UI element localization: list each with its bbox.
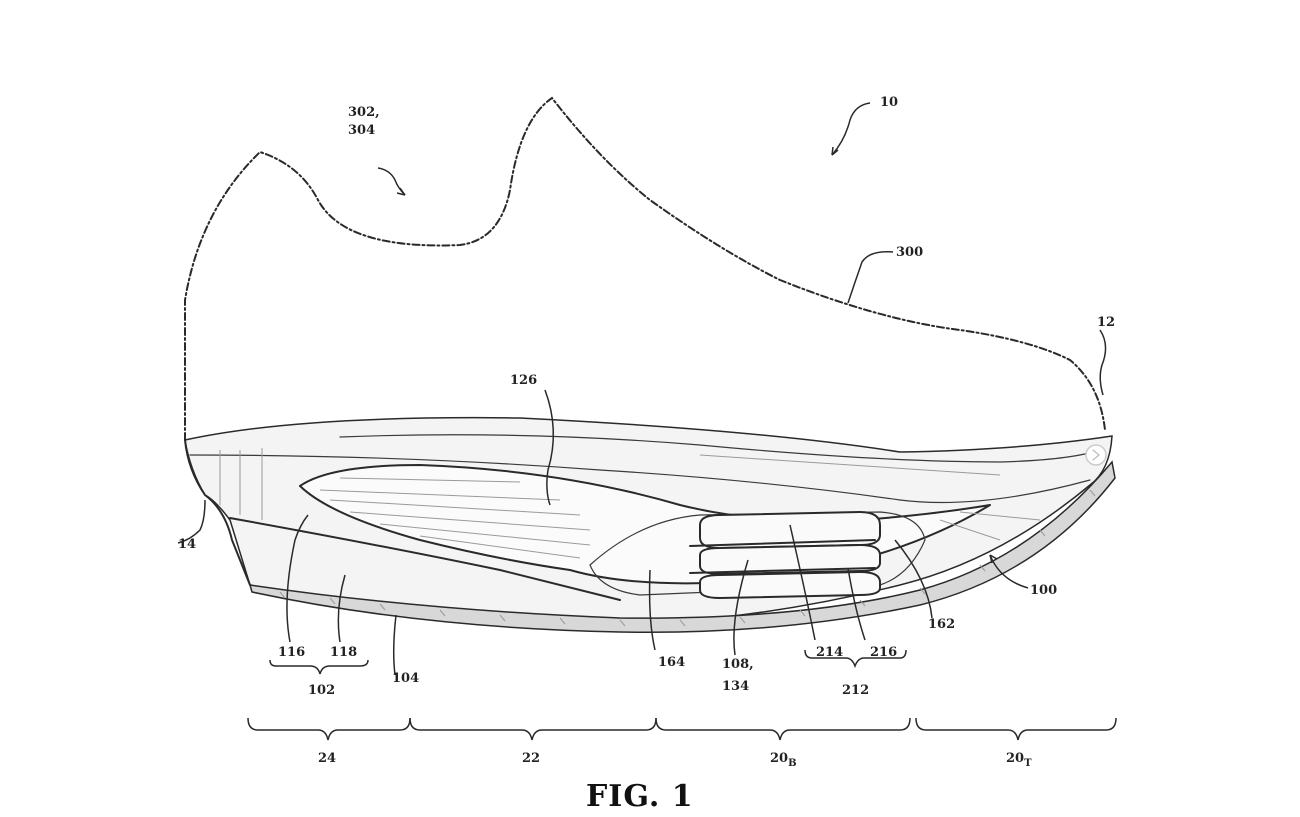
- cushion-hatching: [219, 448, 1041, 559]
- group-braces: [269, 649, 907, 675]
- zone-braces: [247, 717, 1117, 741]
- label-116: 116: [278, 645, 305, 660]
- zone-label-20t: 20T: [1006, 751, 1032, 769]
- midsole-top-line: [339, 434, 1101, 463]
- label-102: 102: [308, 683, 335, 698]
- figure-title: FIG. 1: [586, 779, 694, 814]
- chevron-right-icon: [1092, 449, 1100, 461]
- label-10: 10: [880, 95, 898, 110]
- label-126: 126: [510, 373, 537, 388]
- outsole: [248, 460, 1116, 634]
- midsole-mid-line: [189, 454, 1091, 504]
- label-14: 14: [178, 537, 196, 552]
- heel-wedge: [229, 517, 621, 601]
- label-212: 212: [842, 683, 869, 698]
- leader-lines: [177, 102, 1107, 676]
- plate-chamber: [589, 511, 926, 596]
- zone-label-22: 22: [522, 751, 540, 766]
- label-12: 12: [1097, 315, 1115, 330]
- label-100: 100: [1030, 583, 1057, 598]
- label-216: 216: [870, 645, 897, 660]
- label-104: 104: [392, 671, 419, 686]
- zone-labels: 24 22 20B 20T: [318, 751, 1032, 769]
- label-134: 134: [722, 679, 749, 694]
- label-108: 108,: [722, 657, 754, 672]
- label-118: 118: [330, 645, 357, 660]
- label-300: 300: [896, 245, 923, 260]
- zone-label-20b: 20B: [770, 751, 797, 769]
- label-304: 304: [348, 123, 375, 138]
- label-162: 162: [928, 617, 955, 632]
- toe-marker-icon: [1085, 444, 1107, 466]
- label-214: 214: [816, 645, 843, 660]
- label-164: 164: [658, 655, 685, 670]
- zone-label-24: 24: [318, 751, 336, 766]
- plate-stack: [689, 511, 881, 599]
- outsole-tread: [279, 489, 1096, 627]
- label-302: 302,: [348, 105, 380, 120]
- heel-edge: [184, 439, 251, 586]
- upper-outline: [184, 96, 1106, 441]
- reference-labels: 10 302, 304 300 12 14 126 116 118 102 10…: [178, 95, 1115, 698]
